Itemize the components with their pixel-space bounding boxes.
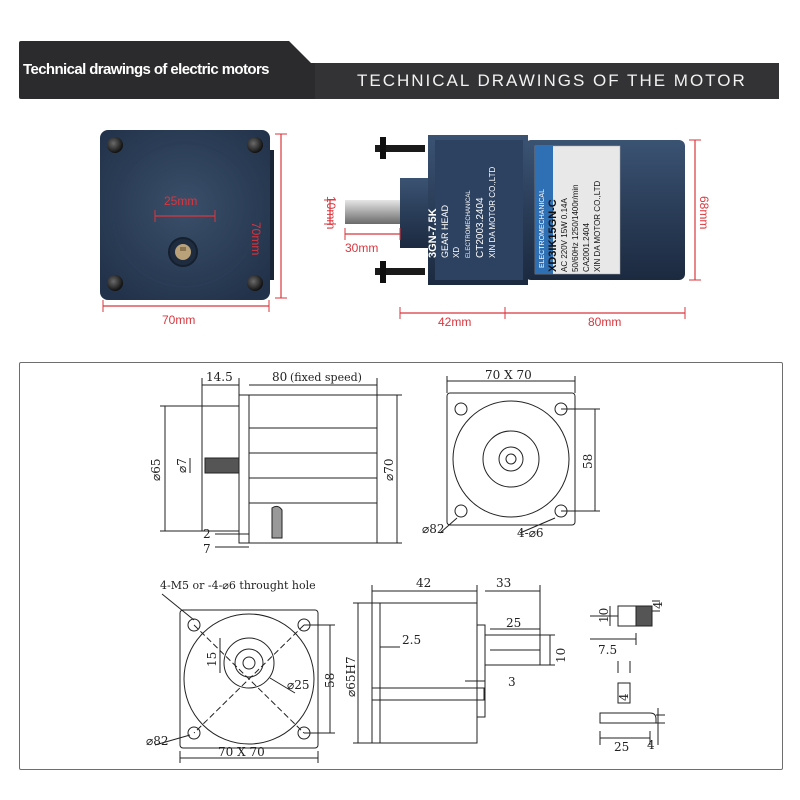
header-right-title: TECHNICAL DRAWINGS OF THE MOTOR <box>357 71 747 90</box>
gearhead-sub: ELECTROMECHANICAL <box>466 190 472 258</box>
side-shaft-len-label: 30mm <box>345 241 379 255</box>
side-shaft-dia-label: 10mm <box>324 196 338 230</box>
dim-80-note: (fixed speed) <box>290 371 362 384</box>
technical-drawing-panel: 14.5 80 (fixed speed) ⌀65 ⌀7 ⌀70 2 7 70 … <box>19 362 783 770</box>
dim-10-shaft: 10 <box>554 648 568 663</box>
dim-70x70-bottom: 70 X 70 <box>218 745 265 759</box>
dim-10-key: 10 <box>597 608 611 623</box>
dim-42: 42 <box>416 576 431 590</box>
shaft-icon <box>175 244 191 260</box>
front-height-label: 70mm <box>249 222 263 256</box>
dim-25-shaft: 25 <box>506 616 521 630</box>
dim-82-bottom: ⌀82 <box>146 734 169 748</box>
dim-25-key: 25 <box>614 740 629 754</box>
side-gear-len-label: 42mm <box>438 315 472 329</box>
header-banner: Technical drawings of electric motors TE… <box>19 41 779 99</box>
motor-spec1: AC 220V 15W 0.14A <box>560 198 569 272</box>
gearhead-model: 3GN-7.5K <box>427 208 439 258</box>
gearhead-label: 3GN-7.5K GEAR HEAD XD ELECTROMECHANICAL … <box>427 148 497 258</box>
dim-2: 2 <box>203 527 211 541</box>
dim-65h7: ⌀65H7 <box>344 656 358 697</box>
dim-58-top: 58 <box>581 454 595 469</box>
dim-2-5: 2.5 <box>402 633 421 647</box>
motor-side-photo <box>324 135 701 319</box>
header-left-title: Technical drawings of electric motors <box>23 61 270 78</box>
dim-14-5: 14.5 <box>206 370 233 384</box>
gearhead-brand: XD <box>452 246 461 258</box>
gearhead-type: GEAR HEAD <box>440 204 450 258</box>
dim-80: 80 <box>272 370 287 384</box>
gearhead-code: CT2003.2404 <box>475 197 486 258</box>
drawing-canvas: 14.5 80 (fixed speed) ⌀65 ⌀7 ⌀70 2 7 70 … <box>146 368 665 763</box>
front-width-label: 70mm <box>162 313 196 327</box>
dim-65: ⌀65 <box>149 459 163 482</box>
dim-4-thick: 4 <box>647 738 655 752</box>
dim-58-bottom: 58 <box>323 673 337 688</box>
gearhead-maker: XIN DA MOTOR CO.,LTD <box>488 166 497 258</box>
motor-label: ELECTROMECHANICAL XD3IK15GN-C AC 220V 15… <box>537 148 617 272</box>
bolt-icon <box>107 275 123 291</box>
bolt-icon <box>107 137 123 153</box>
motor-maker: XIN DA MOTOR CO.,LTD <box>593 180 602 272</box>
bolt-icon <box>247 275 263 291</box>
dim-3: 3 <box>508 675 516 689</box>
dim-15: 15 <box>205 652 219 667</box>
dim-70-dia: ⌀70 <box>382 459 396 482</box>
side-motor-dia-label: 68mm <box>697 196 711 230</box>
dim-82-top: ⌀82 <box>422 522 445 536</box>
dim-4-key: 4 <box>651 601 665 609</box>
dim-25-dia: ⌀25 <box>287 678 310 692</box>
dim-70x70-top: 70 X 70 <box>485 368 532 382</box>
dim-4-side: 4 <box>617 693 631 701</box>
flange-plate <box>100 130 270 300</box>
motor-front-photo <box>100 130 287 312</box>
dim-33: 33 <box>496 576 511 590</box>
side-motor-len-label: 80mm <box>588 315 622 329</box>
hole-note: 4-M5 or -4-⌀6 throught hole <box>160 579 316 592</box>
header-right-band <box>315 63 779 99</box>
dim-7-dia: ⌀7 <box>175 458 189 473</box>
bolt-icon <box>247 137 263 153</box>
dim-7: 7 <box>203 542 211 556</box>
dim-4x6: 4-⌀6 <box>517 526 544 540</box>
motor-code: CA2001.2404 <box>582 223 591 272</box>
motor-model: XD3IK15GN-C <box>547 199 559 272</box>
front-shaft-label: 25mm <box>164 194 198 208</box>
dim-7-5: 7.5 <box>598 643 617 657</box>
shaft-icon <box>345 200 400 224</box>
header-left-band <box>19 41 315 99</box>
motor-spec2: 50/60Hz 1250/1400r/min <box>571 184 580 272</box>
